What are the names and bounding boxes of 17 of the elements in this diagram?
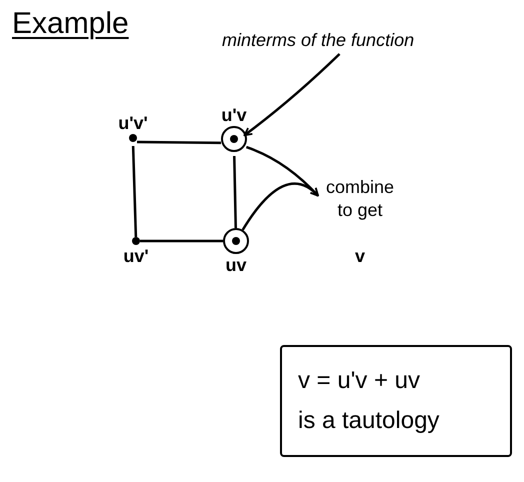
edge-line xyxy=(140,240,223,242)
edge-line xyxy=(132,146,138,238)
result-box xyxy=(280,345,512,457)
statement-text: v = u'v + uv xyxy=(298,369,421,393)
annotation-text: minterms of the function xyxy=(222,26,486,54)
arrow xyxy=(244,53,340,136)
vertex-label: u'v xyxy=(221,106,247,124)
vertex-label: uv' xyxy=(123,247,149,265)
edge-line xyxy=(136,140,222,144)
arrow xyxy=(242,182,319,231)
vertex-label: uv xyxy=(225,256,246,274)
note-text: combine to get xyxy=(324,176,396,221)
edge-line xyxy=(233,156,237,228)
vertex-label: u'v' xyxy=(118,114,148,132)
title: Example xyxy=(12,6,129,42)
statement-text: is a tautology xyxy=(298,409,440,433)
note-text: v xyxy=(354,245,365,268)
